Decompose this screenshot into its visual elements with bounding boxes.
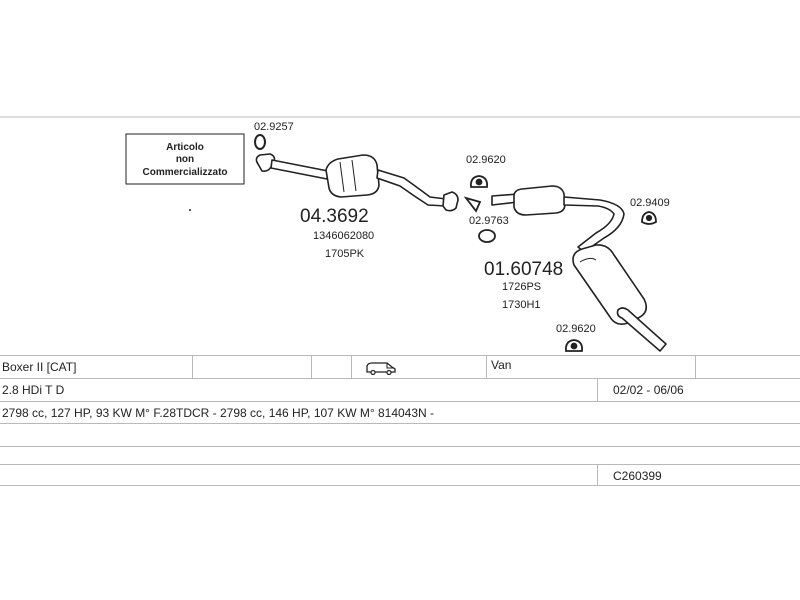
table-row: C260399	[0, 464, 800, 486]
part-ref-1726ps: 1726PS	[502, 281, 541, 293]
table-row	[0, 423, 800, 447]
part-code-02-9763: 02.9763	[469, 215, 509, 227]
clamp-icon[interactable]	[463, 196, 482, 213]
part-code-01-60748: 01.60748	[484, 259, 563, 280]
not-commercialized-note: Articolo non Commercializzato	[125, 133, 245, 185]
table-row: 2798 cc, 127 HP, 93 KW M° F.28TDCR - 279…	[0, 401, 800, 424]
part-code-02-9257: 02.9257	[254, 121, 294, 133]
part-code-02-9409: 02.9409	[630, 197, 670, 209]
engine-specs: 2798 cc, 127 HP, 93 KW M° F.28TDCR - 279…	[2, 406, 435, 420]
note-line-2: non	[176, 154, 194, 165]
vehicle-model: Boxer II [CAT]	[2, 360, 77, 374]
part-ref-1346062080: 1346062080	[313, 230, 374, 242]
part-ref-1705pk: 1705PK	[325, 248, 365, 260]
table-row: Boxer II [CAT] Van	[0, 355, 800, 379]
table-row: 2.8 HDi T D 02/02 - 06/06	[0, 378, 800, 402]
front-pipe-catalyst[interactable]	[255, 153, 459, 212]
gasket-icon[interactable]	[254, 134, 266, 150]
engine-description: 2.8 HDi T D	[2, 383, 65, 397]
part-ref-1730h1: 1730H1	[502, 299, 541, 311]
part-code-02-9620-lower: 02.9620	[556, 323, 596, 335]
note-line-3: Commercializzato	[142, 167, 227, 178]
ring-gasket-icon[interactable]	[478, 229, 496, 243]
table-row	[0, 446, 800, 465]
hanger-lower-icon[interactable]	[565, 339, 583, 352]
stray-dot	[189, 209, 191, 211]
note-line-1: Articolo	[166, 142, 204, 153]
part-code-02-9620-upper: 02.9620	[466, 154, 506, 166]
production-dates: 02/02 - 06/06	[613, 383, 684, 397]
van-icon	[366, 362, 396, 375]
rubber-mount-icon[interactable]	[641, 211, 657, 225]
part-code-04-3692: 04.3692	[300, 206, 369, 227]
table-bottom-border	[0, 485, 800, 486]
hanger-icon[interactable]	[470, 175, 488, 188]
catalog-code: C260399	[613, 469, 662, 483]
rear-silencer-assembly[interactable]	[491, 185, 667, 352]
body-type: Van	[491, 358, 512, 372]
